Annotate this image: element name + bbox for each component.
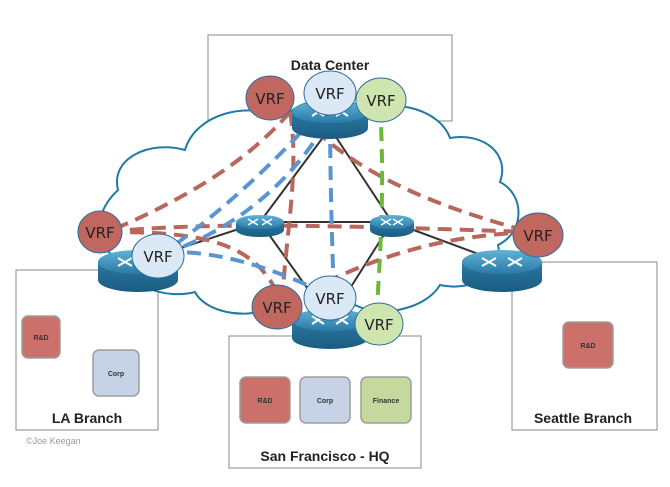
vrf-bubble-dc-blue: VRF xyxy=(303,70,357,116)
la-corp-tag: Corp xyxy=(92,349,140,397)
vrf-bubble-sf-blue: VRF xyxy=(303,275,357,321)
svg-text:R&D: R&D xyxy=(257,398,272,405)
svg-text:Finance: Finance xyxy=(373,398,400,405)
vrf-bubble-la-blue: VRF xyxy=(131,233,185,279)
core-router-left xyxy=(236,215,284,237)
sf-corp-tag: Corp xyxy=(299,376,351,424)
svg-text:VRF: VRF xyxy=(143,248,172,266)
seattle-router xyxy=(462,250,542,292)
svg-text:VRF: VRF xyxy=(366,92,395,110)
vrf-bubble-dc-green: VRF xyxy=(355,77,407,123)
svg-text:VRF: VRF xyxy=(255,90,284,108)
seattle-branch-label: Seattle Branch xyxy=(534,410,632,426)
sf-hq-label: San Francisco - HQ xyxy=(260,448,389,464)
vrf-bubble-la-red: VRF xyxy=(77,210,123,254)
vrf-bubble-seattle-red: VRF xyxy=(512,212,564,258)
core-router-right xyxy=(370,215,414,237)
svg-text:Corp: Corp xyxy=(317,398,333,405)
sf-finance-tag: Finance xyxy=(360,376,412,424)
vrf-bubble-dc-red: VRF xyxy=(245,75,295,121)
data-center-label: Data Center xyxy=(291,57,370,73)
svg-text:VRF: VRF xyxy=(262,299,291,317)
author-credit: ©Joe Keegan xyxy=(26,436,81,446)
la-rnd-tag: R&D xyxy=(21,315,61,359)
svg-text:VRF: VRF xyxy=(85,224,114,242)
svg-text:VRF: VRF xyxy=(315,290,344,308)
svg-text:VRF: VRF xyxy=(523,227,552,245)
vrf-bubble-sf-green: VRF xyxy=(354,302,404,346)
sf-rnd-tag: R&D xyxy=(239,376,291,424)
la-branch-label: LA Branch xyxy=(52,410,122,426)
vrf-bubble-sf-red: VRF xyxy=(251,284,303,330)
svg-text:Corp: Corp xyxy=(108,371,124,378)
svg-text:VRF: VRF xyxy=(364,316,393,334)
svg-text:VRF: VRF xyxy=(315,85,344,103)
seattle-rnd-tag: R&D xyxy=(562,321,614,369)
svg-text:R&D: R&D xyxy=(580,343,595,350)
svg-text:R&D: R&D xyxy=(33,335,48,342)
